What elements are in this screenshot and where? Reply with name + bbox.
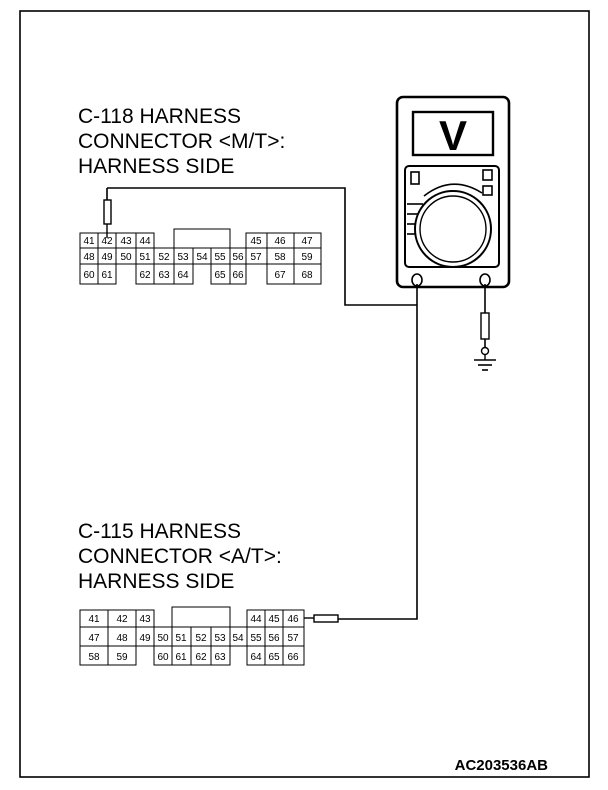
c115-pin: 58 [88, 652, 100, 663]
c115-pin: 61 [175, 652, 187, 663]
c118-pin: 44 [139, 236, 151, 247]
c115-pin: 63 [214, 652, 226, 663]
c115-pin: 51 [175, 633, 187, 644]
c115-pin: 56 [268, 633, 280, 644]
c118-pin: 65 [214, 270, 226, 281]
c115-label-line-1: C-115 HARNESS [78, 520, 241, 543]
c118-pin: 50 [120, 252, 132, 263]
c118-pin: 56 [232, 252, 244, 263]
c118-pin: 42 [101, 236, 113, 247]
c118-pin: 64 [177, 270, 189, 281]
c118-pin: 48 [83, 252, 95, 263]
c115-pin: 60 [157, 652, 169, 663]
c115-row-1: 41 42 43 44 45 46 [79, 606, 305, 628]
c115-pin: 62 [195, 652, 207, 663]
c118-pin: 46 [274, 236, 286, 247]
c115-pin: 59 [116, 652, 128, 663]
c115-pin: 47 [88, 633, 100, 644]
c118-label: C-118 HARNESS CONNECTOR <M/T>: HARNESS S… [78, 105, 285, 178]
c118-pin: 67 [274, 270, 286, 281]
voltmeter-dial [414, 190, 492, 268]
diagram-frame [19, 10, 590, 778]
c115-pin: 41 [88, 614, 100, 625]
voltmeter: V [395, 95, 511, 289]
c115-label: C-115 HARNESS CONNECTOR <A/T>: HARNESS S… [78, 520, 282, 593]
c115-pin: 53 [214, 633, 226, 644]
c118-pin: 53 [177, 252, 189, 263]
c115-probe-lead [299, 284, 418, 623]
c115-pin: 48 [116, 633, 128, 644]
c118-pin: 47 [301, 236, 313, 247]
c118-connector: 41 42 43 44 45 46 47 48 49 50 51 52 [79, 228, 322, 285]
c118-row-2: 48 49 50 51 52 53 54 55 56 57 58 59 [79, 247, 322, 265]
voltmeter-symbol: V [439, 112, 467, 159]
c118-probe-lead [103, 187, 417, 306]
c115-row-2: 47 48 49 50 51 52 53 54 55 56 57 [79, 626, 305, 647]
c118-pin: 57 [250, 252, 262, 263]
ground-icon [474, 359, 496, 371]
c115-pin: 44 [250, 614, 262, 625]
c115-pin: 45 [268, 614, 280, 625]
c118-pin: 66 [232, 270, 244, 281]
voltmeter-button-left [410, 171, 420, 185]
c115-pin: 49 [139, 633, 151, 644]
c115-row-3: 58 59 60 61 62 63 64 65 66 [79, 645, 305, 666]
c115-pin: 64 [250, 652, 262, 663]
voltmeter-button-right-bottom [482, 185, 493, 196]
c118-pin: 43 [120, 236, 132, 247]
c118-pin: 60 [83, 270, 95, 281]
c115-pin: 43 [139, 614, 151, 625]
voltmeter-display [411, 110, 495, 157]
c115-pin: 54 [232, 633, 244, 644]
c115-pin: 57 [287, 633, 299, 644]
c118-label-line-1: C-118 HARNESS [78, 105, 241, 128]
c115-pin: 66 [287, 652, 299, 663]
c118-label-line-3: HARNESS SIDE [78, 155, 234, 178]
c115-pin: 52 [195, 633, 207, 644]
voltmeter-dial-inner [419, 195, 487, 263]
figure-code: AC203536AB [455, 757, 549, 774]
c115-pin: 50 [157, 633, 169, 644]
c118-pin: 61 [101, 270, 113, 281]
c115-label-line-3: HARNESS SIDE [78, 570, 234, 593]
c118-pin: 58 [274, 252, 286, 263]
ground-lead [474, 284, 496, 371]
c115-pin: 42 [116, 614, 128, 625]
c118-row-3: 60 61 62 63 64 65 66 67 68 [79, 263, 322, 285]
c115-label-line-2: CONNECTOR <A/T>: [78, 545, 282, 568]
c118-pin: 49 [101, 252, 113, 263]
c115-pin: 55 [250, 633, 262, 644]
c118-pin: 68 [301, 270, 313, 281]
c118-pin: 52 [158, 252, 170, 263]
c118-pin: 41 [83, 236, 95, 247]
c115-connector: 41 42 43 44 45 46 47 48 49 50 51 52 [79, 606, 305, 666]
c118-pin: 63 [158, 270, 170, 281]
c118-label-line-2: CONNECTOR <M/T>: [78, 130, 285, 153]
c118-row-1: 41 42 43 44 45 46 47 [79, 228, 322, 249]
c115-pin: 46 [287, 614, 299, 625]
c115-pin: 65 [268, 652, 280, 663]
c118-pin: 62 [139, 270, 151, 281]
c118-pin: 45 [250, 236, 262, 247]
c118-pin: 59 [301, 252, 313, 263]
voltmeter-button-right-top [482, 169, 493, 181]
c118-pin: 55 [214, 252, 226, 263]
c118-pin: 54 [196, 252, 208, 263]
c118-pin: 51 [139, 252, 151, 263]
